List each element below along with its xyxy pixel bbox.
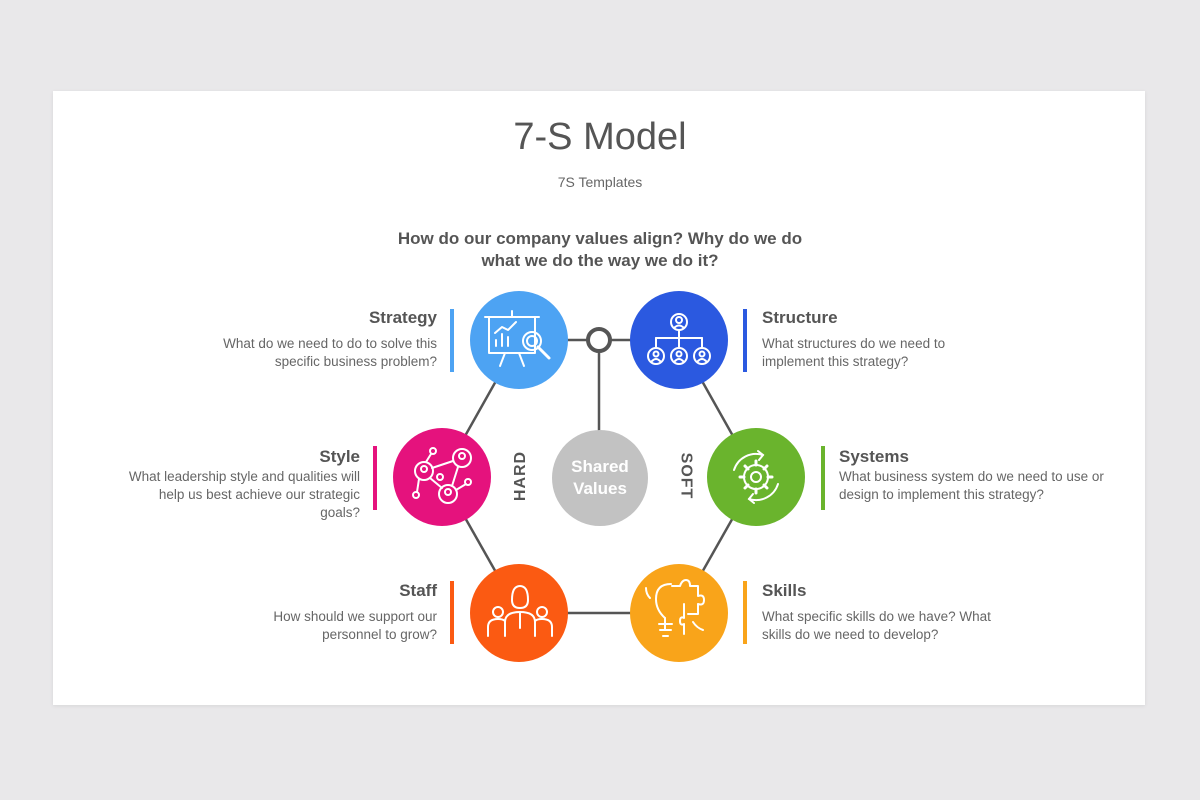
org-chart-icon xyxy=(647,313,711,365)
page-title: 7-S Model xyxy=(513,116,687,158)
network-people-icon xyxy=(412,447,472,504)
skills-description: What specific skills do we have? What sk… xyxy=(762,609,991,642)
systems-description: What business system do we need to use o… xyxy=(839,469,1104,502)
staff-description: How should we support our personnel to g… xyxy=(273,609,437,642)
structure-accent-bar xyxy=(743,309,747,372)
structure-label: Structure What structures do we need to … xyxy=(762,307,992,371)
staff-title: Staff xyxy=(399,581,437,600)
strategy-accent-bar xyxy=(450,309,454,372)
staff-label: Staff How should we support our personne… xyxy=(230,580,437,644)
strategy-node xyxy=(470,291,568,389)
question-text: How do our company values align? Why do … xyxy=(397,229,803,270)
structure-title: Structure xyxy=(762,308,838,327)
staff-node xyxy=(470,564,568,662)
soft-label: SOFT xyxy=(677,452,695,500)
style-label: Style What leadership style and qualitie… xyxy=(120,446,360,522)
hard-label: HARD xyxy=(512,450,530,502)
skills-label: Skills What specific skills do we have? … xyxy=(762,580,1012,644)
top-connector-node xyxy=(586,327,612,353)
systems-accent-bar xyxy=(821,446,825,510)
skills-node xyxy=(630,564,728,662)
strategy-description: What do we need to do to solve this spec… xyxy=(223,336,437,369)
shared-values-core: Shared Values xyxy=(552,430,648,526)
gear-cycle-icon xyxy=(733,450,779,504)
style-node xyxy=(393,428,491,526)
structure-description: What structures do we need to implement … xyxy=(762,336,946,369)
strategy-label: Strategy What do we need to do to solve … xyxy=(200,307,437,371)
staff-accent-bar xyxy=(450,581,454,644)
skills-accent-bar xyxy=(743,581,747,644)
strategy-title: Strategy xyxy=(368,308,437,327)
presentation-chart-icon xyxy=(484,310,551,367)
skills-title: Skills xyxy=(762,581,807,600)
style-description: What leadership style and qualities will… xyxy=(128,469,360,520)
structure-node xyxy=(630,291,728,389)
team-icon xyxy=(487,584,553,637)
style-accent-bar xyxy=(373,446,377,510)
systems-title: Systems xyxy=(839,447,909,466)
systems-node xyxy=(707,428,805,526)
page-subtitle: 7S Templates xyxy=(557,174,643,190)
bulb-puzzle-icon xyxy=(645,579,705,637)
style-title: Style xyxy=(319,447,360,466)
systems-label: Systems What business system do we need … xyxy=(839,446,1104,504)
